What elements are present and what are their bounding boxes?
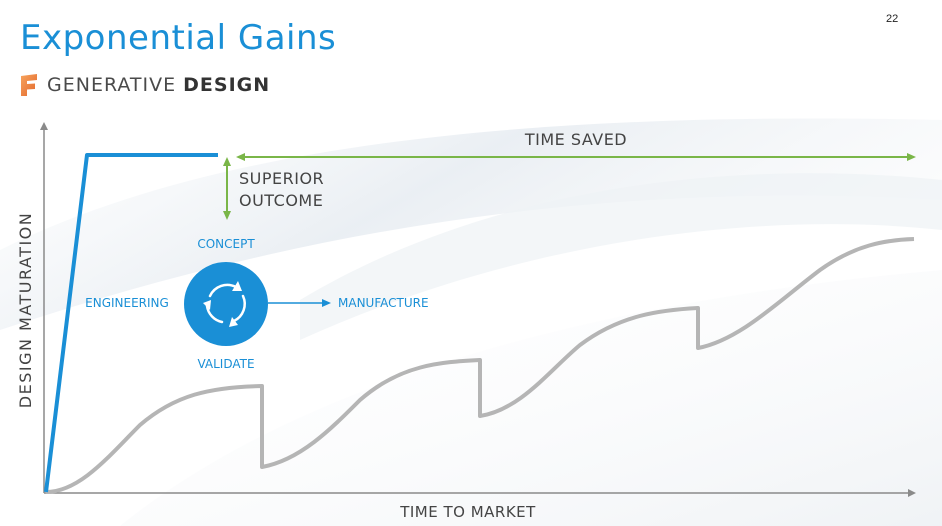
brand-text: GENERATIVE DESIGN <box>47 74 270 96</box>
slide-title: Exponential Gains <box>20 18 337 58</box>
brand-text-bold: DESIGN <box>183 74 271 96</box>
cycle-label-validate: VALIDATE <box>197 357 254 371</box>
superior-outcome-line-2: OUTCOME <box>239 191 323 210</box>
time-saved-label: TIME SAVED <box>524 130 627 149</box>
generative-design-curve <box>44 153 218 493</box>
y-axis-label: DESIGN MATURATION <box>16 212 35 408</box>
refresh-cycle-icon <box>184 262 268 346</box>
cycle-label-manufacture: MANUFACTURE <box>338 296 429 310</box>
x-axis-label: TIME TO MARKET <box>399 503 536 521</box>
superior-outcome-label: SUPERIOR OUTCOME <box>239 169 330 210</box>
superior-outcome-line-1: SUPERIOR <box>239 169 324 188</box>
page-number: 22 <box>886 13 899 25</box>
fusion-f-logo-icon <box>21 74 37 96</box>
cycle-label-concept: CONCEPT <box>197 237 255 251</box>
brand-text-regular: GENERATIVE <box>47 74 184 96</box>
traditional-process-curve <box>45 237 915 494</box>
cycle-label-engineering: ENGINEERING <box>85 296 169 310</box>
brand-lockup: GENERATIVE DESIGN <box>20 73 270 97</box>
